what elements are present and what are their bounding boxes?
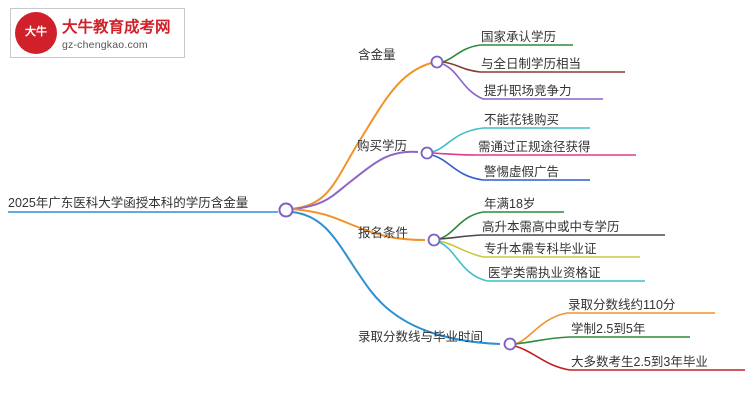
leaf-label-与全日制学历相当[interactable]: 与全日制学历相当 <box>481 57 582 71</box>
branch-line-报名条件 <box>291 208 426 241</box>
node-root-circle[interactable] <box>278 202 294 218</box>
branch-line-录取分数线与毕业时间 <box>291 211 501 345</box>
logo-title: 大牛教育成考网 <box>62 19 171 36</box>
leaf-label-提升职场竞争力[interactable]: 提升职场竞争力 <box>484 84 572 98</box>
leaf-line-提升职场竞争力 <box>442 63 484 100</box>
branch-line-含金量 <box>291 61 436 210</box>
mindmap-root-label[interactable]: 2025年广东医科大学函授本科的学历含金量 <box>8 196 249 210</box>
leaf-label-专升本需专科毕业证[interactable]: 专升本需专科毕业证 <box>484 242 597 256</box>
leaf-line-录取分数线约110分 <box>514 312 568 345</box>
logo-mark-char2: 牛 <box>36 26 47 39</box>
leaf-line-国家承认学历 <box>442 44 481 63</box>
logo-mark-char1: 大 <box>25 26 36 39</box>
logo-url: gz-chengkao.com <box>62 39 148 51</box>
node-circle-含金量[interactable] <box>430 55 444 69</box>
branch-label-报名条件[interactable]: 报名条件 <box>358 226 409 240</box>
leaf-line-警惕虚假广告 <box>431 154 484 181</box>
logo-mark-icon: 大 牛 <box>15 12 57 54</box>
leaf-line-高升本需高中或中专学历 <box>438 234 482 240</box>
leaf-line-年满18岁 <box>438 211 484 240</box>
leaf-label-录取分数线约110分[interactable]: 录取分数线约110分 <box>568 298 676 312</box>
leaf-line-不能花钱购买 <box>431 127 484 153</box>
leaf-line-与全日制学历相当 <box>442 61 481 73</box>
leaf-line-专升本需专科毕业证 <box>438 240 484 258</box>
leaf-line-医学类需执业资格证 <box>438 241 488 282</box>
leaf-line-需通过正规途径获得 <box>431 152 478 156</box>
branch-line-购买学历 <box>291 150 419 210</box>
branch-label-含金量[interactable]: 含金量 <box>358 48 396 62</box>
leaf-label-警惕虚假广告[interactable]: 警惕虚假广告 <box>484 165 560 179</box>
logo-text-block: 大牛教育成考网 gz-chengkao.com <box>62 15 171 51</box>
leaf-line-学制2.5到5年 <box>514 336 571 345</box>
leaf-label-不能花钱购买[interactable]: 不能花钱购买 <box>484 113 560 127</box>
node-circle-报名条件[interactable] <box>427 233 441 247</box>
leaf-label-需通过正规途径获得[interactable]: 需通过正规途径获得 <box>478 140 591 154</box>
branch-label-录取分数线与毕业时间[interactable]: 录取分数线与毕业时间 <box>358 330 484 344</box>
leaf-label-学制2.5到5年[interactable]: 学制2.5到5年 <box>571 322 646 336</box>
site-logo: 大 牛 大牛教育成考网 gz-chengkao.com <box>10 8 185 58</box>
leaf-label-高升本需高中或中专学历[interactable]: 高升本需高中或中专学历 <box>482 220 620 234</box>
leaf-line-大多数考生2.5到3年毕业 <box>514 345 571 371</box>
leaf-label-年满18岁[interactable]: 年满18岁 <box>484 197 536 211</box>
branch-label-购买学历[interactable]: 购买学历 <box>357 139 408 153</box>
leaf-label-医学类需执业资格证[interactable]: 医学类需执业资格证 <box>488 266 601 280</box>
leaf-label-大多数考生2.5到3年毕业[interactable]: 大多数考生2.5到3年毕业 <box>571 355 708 369</box>
node-circle-购买学历[interactable] <box>420 146 434 160</box>
node-circle-录取分数线与毕业时间[interactable] <box>503 337 517 351</box>
leaf-label-国家承认学历[interactable]: 国家承认学历 <box>481 30 557 44</box>
